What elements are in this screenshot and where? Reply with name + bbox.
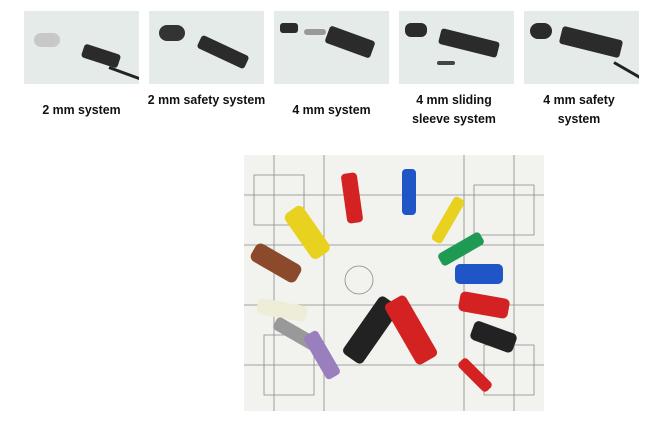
system-label: 4 mm system (292, 102, 371, 117)
plug-icon (558, 25, 624, 59)
plugs-photo-illustration (244, 155, 544, 411)
plug-icon (80, 43, 122, 69)
system-label: 4 mm sliding sleeve system (412, 92, 496, 126)
system-panel-4mm-sliding (399, 11, 514, 84)
socket-icon (280, 23, 298, 33)
socket-icon (530, 23, 552, 39)
system-panel-4mm-safety (524, 11, 639, 84)
plug-icon (324, 25, 376, 59)
socket-icon (405, 23, 427, 37)
plug-icon (437, 27, 501, 59)
arrows-icon (437, 61, 455, 65)
system-panel-2mm-safety (149, 11, 264, 84)
plug-icon (196, 34, 250, 70)
pin-icon (304, 29, 326, 35)
plugs-on-schematic-photo (244, 155, 544, 411)
system-panel-2mm (24, 11, 139, 84)
system-label: 4 mm safety system (543, 92, 615, 126)
system-label: 2 mm safety system (147, 92, 266, 107)
system-panel-4mm (274, 11, 389, 84)
socket-icon (159, 25, 185, 41)
system-label: 2 mm system (42, 102, 121, 117)
socket-icon (34, 33, 60, 47)
